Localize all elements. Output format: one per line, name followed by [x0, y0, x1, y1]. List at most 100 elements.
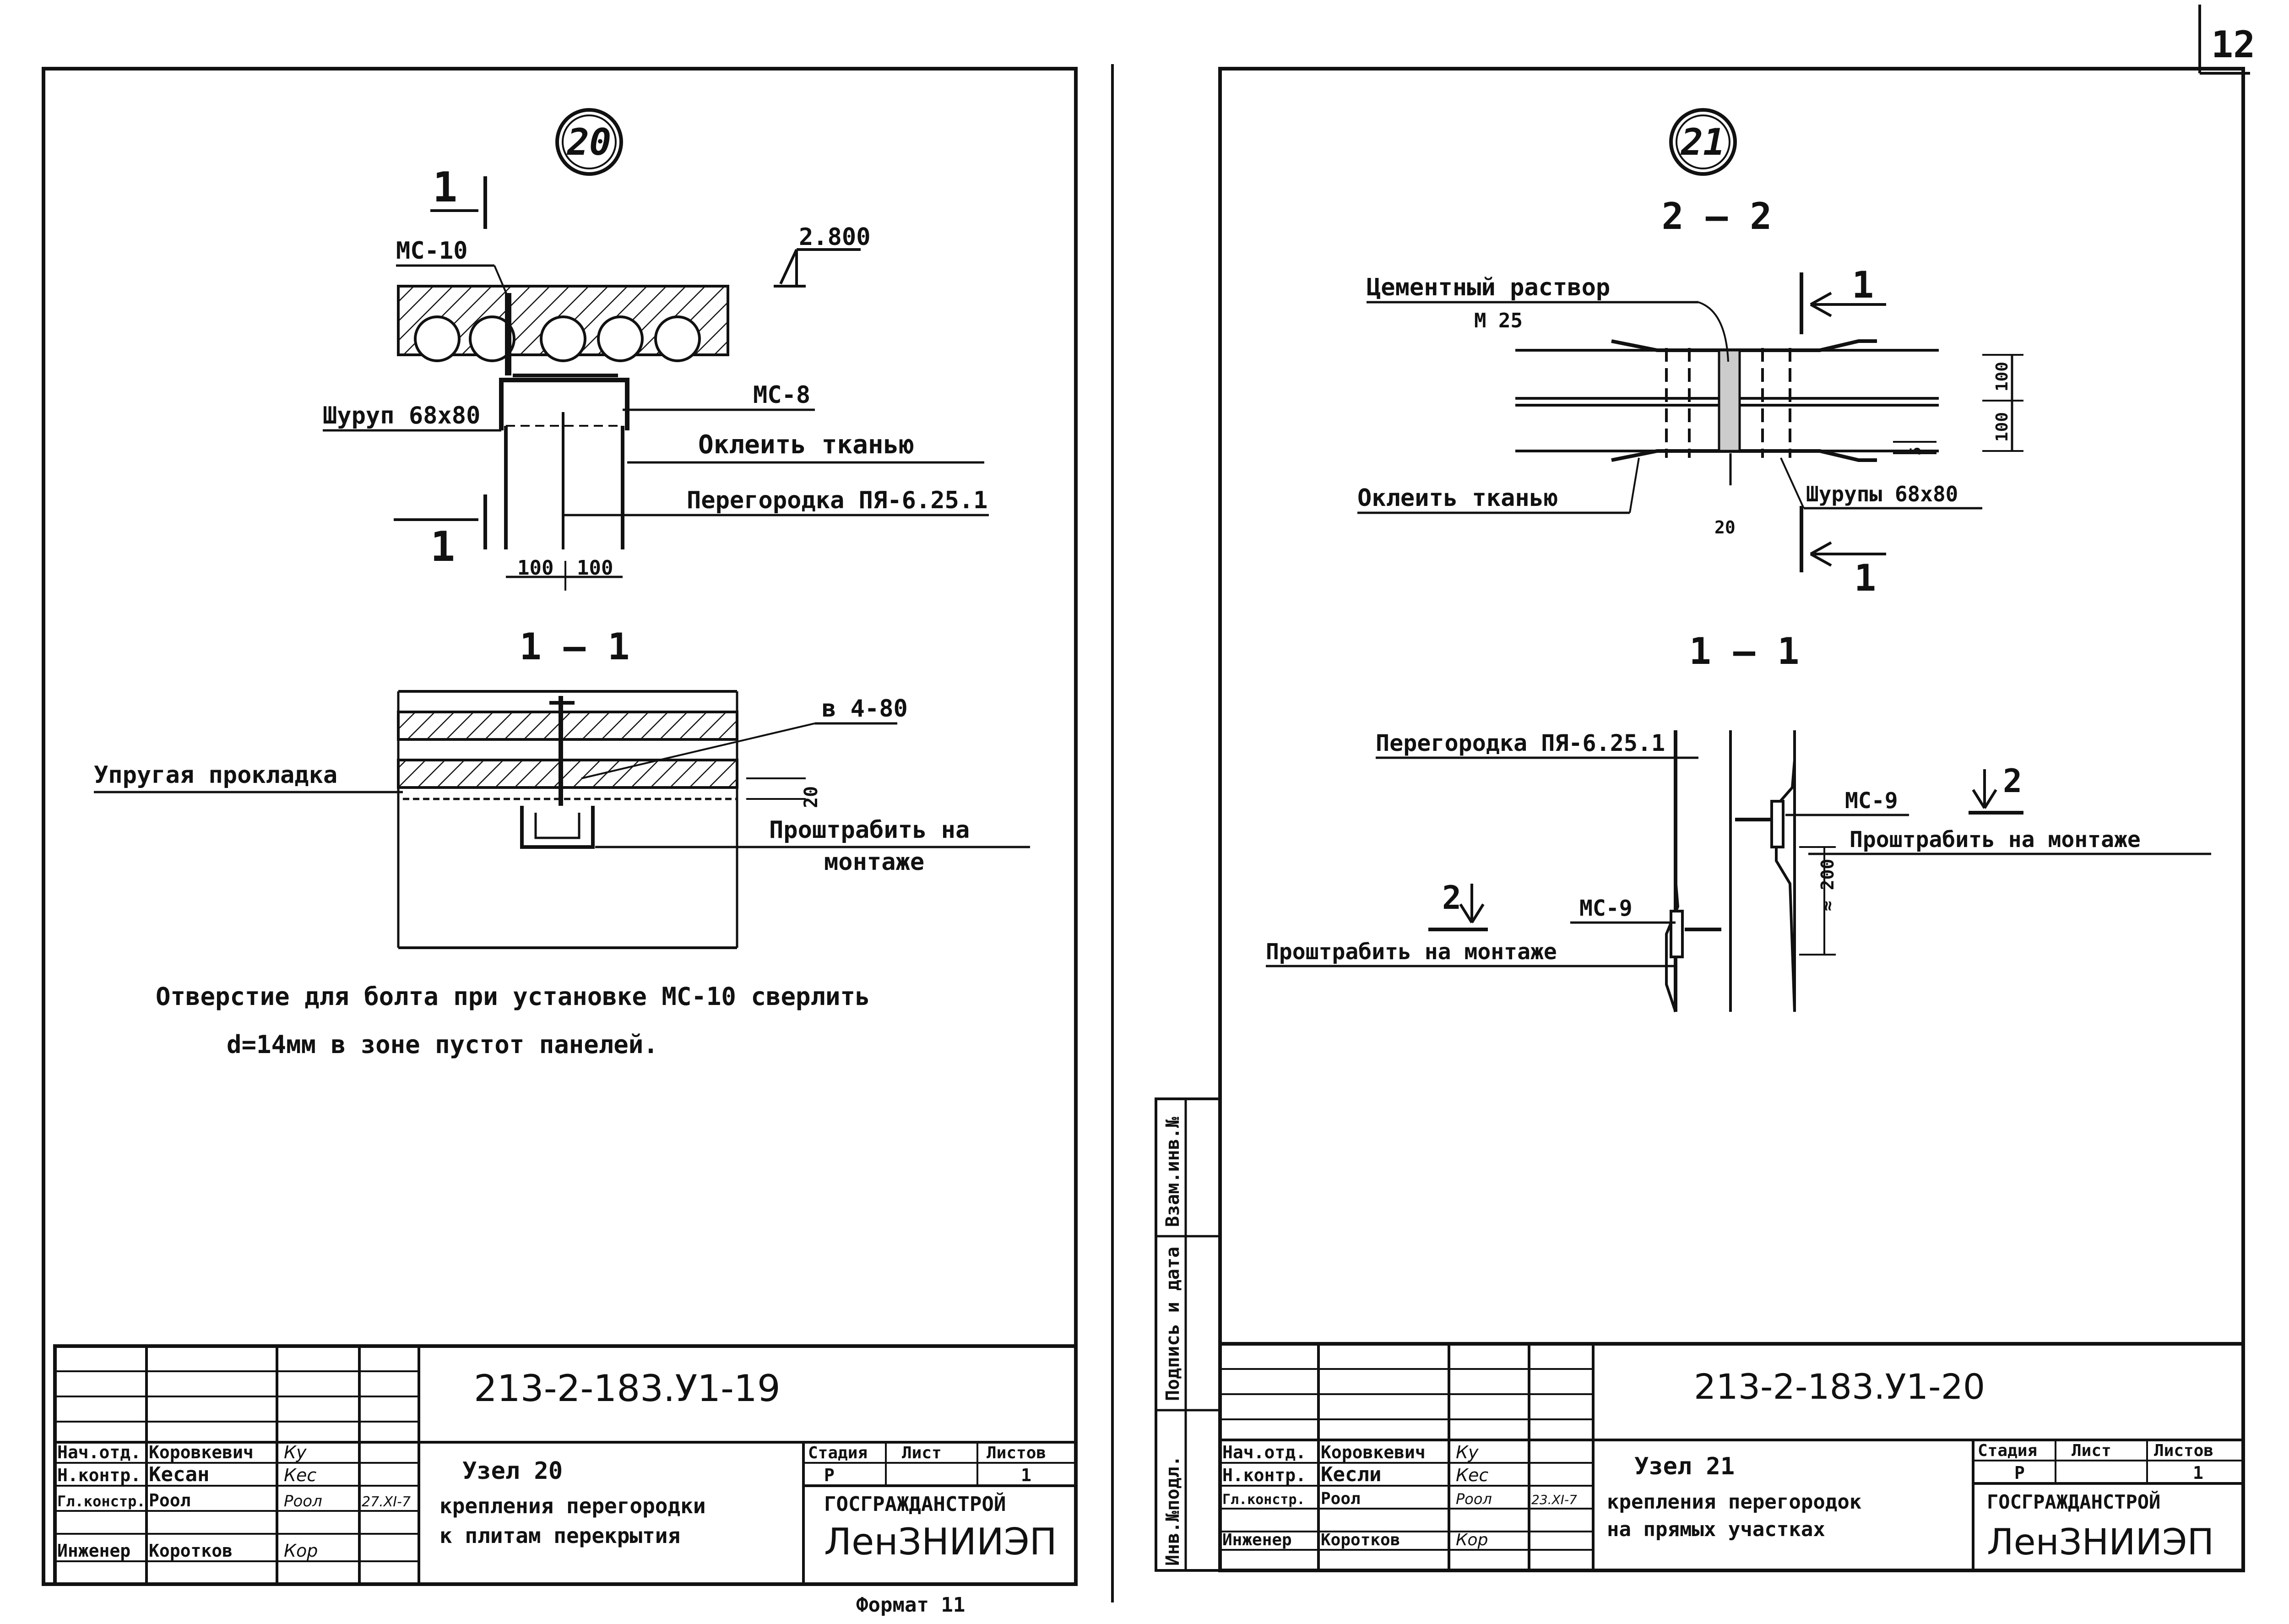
svg-text:Инв.№подл.: Инв.№подл. [1162, 1456, 1183, 1566]
svg-text:ГОСГРАЖДАНСТРОЙ: ГОСГРАЖДАНСТРОЙ [824, 1492, 1006, 1516]
node-title-left: Узел 20 [462, 1457, 563, 1485]
svg-text:Нач.отд.: Нач.отд. [1222, 1442, 1306, 1462]
svg-text:1: 1 [2193, 1463, 2203, 1483]
label-mg8: МС-8 [753, 381, 810, 409]
node-title-right: Узел 21 [1634, 1453, 1735, 1480]
title-block-left: 213-2-183.У1-19 Нач.отд. Коровкевич Ку Н… [53, 1344, 1078, 1586]
dim-100-b: 100 [577, 556, 613, 580]
svg-text:Нач.отд.: Нач.отд. [57, 1442, 141, 1462]
svg-text:Гл.констр.: Гл.констр. [57, 1493, 146, 1510]
node-number-20: 20 [566, 121, 611, 163]
svg-text:2: 2 [1442, 879, 1461, 917]
note-line-2: d=14мм в зоне пустот панелей. [227, 1030, 658, 1059]
svg-text:Инженер: Инженер [1222, 1531, 1292, 1549]
svg-text:Н.контр.: Н.контр. [1222, 1465, 1306, 1485]
cut-mark-1-bottom: 1 [394, 494, 487, 571]
svg-text:Коротков: Коротков [149, 1541, 233, 1561]
label-plaster-a: Проштрабить на монтаже [1850, 827, 2141, 853]
svg-text:крепления перегородок: крепления перегородок [1607, 1490, 1861, 1514]
dim-100-a: 100 [517, 556, 553, 580]
label-mg9-a: МС-9 [1845, 788, 1898, 814]
label-gasket: Упругая прокладка [94, 761, 337, 789]
dim-20-r: 20 [1714, 517, 1736, 538]
dim-5: 5 [1907, 447, 1924, 456]
label-mg9-b: МС-9 [1579, 896, 1633, 921]
svg-text:Ку: Ку [284, 1442, 307, 1462]
label-plate: в 4-80 [822, 695, 908, 722]
section-2-2-drawing [1515, 339, 2023, 485]
label-glue-right: Оклеить тканью [1357, 484, 1558, 512]
svg-text:Роол: Роол [1321, 1489, 1361, 1508]
svg-text:ГОСГРАЖДАНСТРОЙ: ГОСГРАЖДАНСТРОЙ [1987, 1490, 2160, 1513]
svg-text:Лист: Лист [902, 1444, 942, 1462]
svg-text:Стадия: Стадия [1978, 1441, 2037, 1460]
node-number-21: 21 [1680, 121, 1725, 163]
svg-text:к плитам перекрытия: к плитам перекрытия [439, 1523, 680, 1548]
svg-text:Коровкевич: Коровкевич [149, 1442, 254, 1462]
dim-20: 20 [801, 786, 822, 808]
svg-text:Листов: Листов [2154, 1441, 2213, 1460]
svg-text:1: 1 [1854, 557, 1876, 599]
svg-text:Кесли: Кесли [1321, 1463, 1381, 1486]
side-stamp: Инв.№подл. Подпись и дата Взам.инв.№ [1155, 1097, 1221, 1572]
label-glue: Оклеить тканью [698, 430, 914, 460]
label-plaster-2: монтаже [824, 848, 924, 876]
cut-mark-1-right-top: 1 [1800, 264, 1886, 334]
svg-text:Н.контр.: Н.контр. [57, 1465, 141, 1485]
org-name-left: ЛенЗНИИЭП [824, 1521, 1057, 1563]
title-block-right: 213-2-183.У1-20 Нач.отд. Коровкевич Ку Н… [1218, 1342, 2245, 1572]
svg-text:Роол: Роол [149, 1490, 191, 1510]
svg-text:Р: Р [824, 1465, 835, 1485]
dim-200: ≈ 200 [1817, 859, 1838, 911]
svg-text:Ку: Ку [1456, 1442, 1479, 1462]
cut-mark-2-left: 2 [1428, 879, 1488, 931]
label-mortar-grade: М 25 [1474, 309, 1523, 332]
section-title-1-1-right: 1 — 1 [1689, 630, 1800, 673]
svg-text:Подпись и дата: Подпись и дата [1162, 1247, 1183, 1401]
svg-text:Инженер: Инженер [57, 1541, 130, 1561]
org-name-right: ЛенЗНИИЭП [1987, 1522, 2214, 1563]
svg-text:Кесан: Кесан [149, 1463, 209, 1486]
dim-100-r2: 100 [1993, 412, 2012, 442]
label-screw: Шуруп 68х80 [323, 402, 480, 429]
cut-mark-1-top: 1 [430, 163, 487, 229]
svg-text:1: 1 [430, 523, 455, 571]
cut-mark-2-right: 2 [1969, 762, 2023, 815]
svg-text:Р: Р [2014, 1463, 2025, 1483]
section-1-1-right-drawing [1665, 730, 1836, 1012]
label-plaster-1: Проштрабить на [769, 816, 970, 844]
svg-text:1: 1 [1852, 264, 1874, 306]
svg-text:2: 2 [2003, 762, 2022, 800]
svg-text:на прямых участках: на прямых участках [1607, 1518, 1825, 1541]
label-mortar: Цементный раствор [1367, 274, 1610, 301]
section-1-1-drawing [397, 690, 738, 949]
svg-text:Взам.инв.№: Взам.инв.№ [1162, 1117, 1183, 1227]
svg-text:Стадия: Стадия [808, 1444, 868, 1462]
label-screws: Шурупы 68х80 [1806, 482, 1958, 506]
svg-text:Коротков: Коротков [1321, 1531, 1400, 1549]
page-number-box: 12 [2198, 5, 2255, 75]
dim-100-r1: 100 [1993, 362, 2012, 391]
section-title-1-1-left: 1 — 1 [520, 625, 630, 668]
svg-text:Роол: Роол [1456, 1490, 1492, 1508]
svg-text:27.XI-7: 27.XI-7 [362, 1494, 411, 1510]
left-sheet: 20 1 1 [42, 64, 1114, 1617]
svg-text:Кес: Кес [284, 1465, 316, 1485]
label-partition-right: Перегородка ПЯ-6.25.1 [1376, 730, 1665, 756]
svg-text:Лист: Лист [2072, 1441, 2111, 1460]
svg-text:Кор: Кор [1456, 1531, 1488, 1549]
svg-text:Листов: Листов [987, 1444, 1046, 1462]
svg-text:2.800: 2.800 [799, 223, 871, 251]
format-label: Формат 11 [856, 1593, 965, 1617]
svg-text:Роол: Роол [284, 1492, 322, 1510]
note-line-1: Отверстие для болта при установке МС-10 … [156, 982, 870, 1011]
svg-text:Коровкевич: Коровкевич [1321, 1442, 1426, 1462]
right-sheet: 21 2 — 2 Цементный раствор М 25 [1155, 67, 2245, 1572]
svg-text:23.XI-7: 23.XI-7 [1531, 1492, 1577, 1507]
svg-text:1: 1 [433, 163, 457, 212]
elevation-mark: 2.800 [774, 223, 871, 288]
page-number: 12 [2211, 23, 2255, 66]
slab-section [397, 285, 729, 549]
label-mg10: МС-10 [396, 237, 468, 265]
svg-text:Гл.констр.: Гл.констр. [1222, 1492, 1305, 1508]
